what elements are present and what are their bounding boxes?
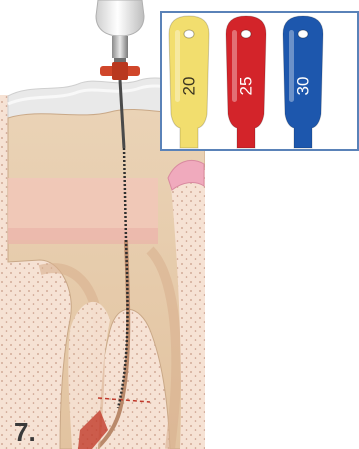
- handle-hole-icon: [184, 30, 194, 38]
- handle-size-label: 30: [294, 77, 313, 96]
- file-cap: [96, 0, 144, 36]
- handle-size-label: 25: [237, 77, 256, 96]
- handle-size-label: 20: [180, 77, 199, 96]
- handle-hole-icon: [298, 30, 308, 38]
- handle-hole-icon: [241, 30, 251, 38]
- rubber-stopper: [100, 62, 140, 80]
- step-label: 7.: [14, 417, 36, 447]
- file-size-inset: 20 25 30: [161, 12, 358, 150]
